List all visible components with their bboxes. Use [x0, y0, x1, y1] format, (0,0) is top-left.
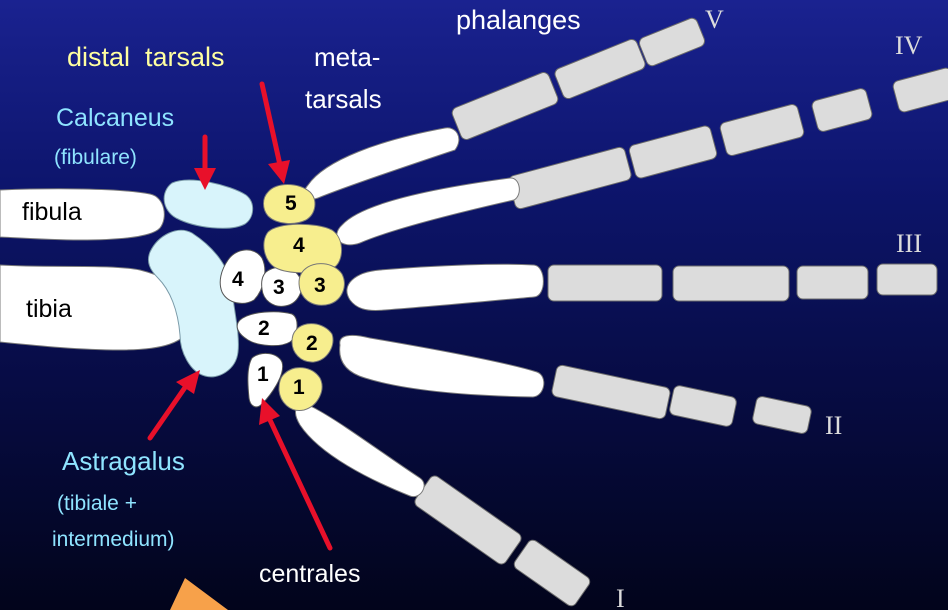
phalanx-5-1 [450, 71, 559, 141]
tibiale-label: (tibiale + [57, 492, 137, 515]
fibula-label: fibula [22, 198, 82, 226]
phalanx-2-1 [551, 364, 671, 419]
intermedium-label: intermedium) [52, 528, 175, 551]
centrale-1-number: 1 [257, 363, 269, 386]
phalanx-1-1 [413, 474, 524, 567]
phalanx-2-2 [669, 385, 738, 428]
fibulare-label: (fibulare) [54, 146, 137, 169]
phalanges-label: phalanges [456, 5, 581, 35]
phalanx-4-2 [628, 125, 718, 180]
phalanx-4-3 [719, 103, 805, 157]
orange-corner-shape [170, 578, 228, 610]
distal-tarsals-arrow [262, 84, 290, 184]
distal-tarsal-3-number: 3 [314, 274, 326, 297]
phalanx-3-2 [673, 266, 789, 301]
phalanges-group [413, 16, 948, 608]
distal-tarsal-2-number: 2 [306, 332, 318, 355]
metatarsal-5 [304, 128, 459, 200]
distal-tarsal-1-number: 1 [293, 376, 305, 399]
astragalus-arrow [150, 370, 200, 438]
digit-numerals: V IV III II I [616, 5, 923, 610]
metatarsals-label-line1: meta- [314, 42, 380, 72]
calcaneus-bone [164, 180, 253, 228]
phalanx-3-3 [797, 266, 868, 299]
tibia-label: tibia [26, 295, 72, 323]
metatarsal-1 [295, 405, 424, 497]
distal-tarsal-4-number: 4 [293, 234, 305, 257]
centrales-label: centrales [259, 560, 360, 588]
digit-ii-numeral: II [825, 411, 842, 440]
centrale-2-number: 2 [258, 317, 270, 340]
digit-v-numeral: V [705, 5, 724, 34]
distal-tarsal-5-number: 5 [285, 192, 297, 215]
phalanx-5-2 [553, 38, 647, 101]
metatarsal-3 [347, 264, 544, 310]
phalanx-4-1 [508, 146, 633, 210]
digit-iv-numeral: IV [895, 31, 923, 60]
astragalus-label: Astragalus [62, 446, 185, 476]
digit-i-numeral: I [616, 584, 625, 610]
phalanx-4-5 [892, 67, 948, 113]
calcaneus-label: Calcaneus [56, 104, 174, 132]
metatarsals-label-line2: tarsals [305, 84, 382, 114]
metatarsal-4 [337, 178, 520, 245]
metatarsals-group [295, 128, 543, 497]
phalanx-3-4 [877, 264, 937, 295]
centrale-3-number: 3 [273, 276, 285, 299]
phalanx-1-2 [512, 538, 592, 608]
metatarsal-2 [340, 335, 544, 397]
phalanx-5-3 [638, 16, 707, 67]
phalanx-3-1 [548, 265, 662, 301]
phalanx-4-4 [811, 87, 873, 132]
centrale-4-number: 4 [232, 268, 244, 291]
phalanx-2-3 [752, 395, 813, 434]
distal-tarsals-label: distal tarsals [67, 42, 225, 72]
digit-iii-numeral: III [896, 229, 922, 258]
